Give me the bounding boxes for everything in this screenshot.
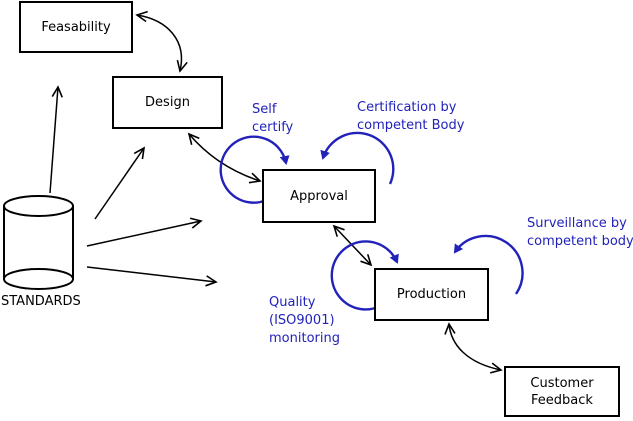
loop-self-certify	[219, 135, 290, 204]
annotation-surveillance: Surveillance by competent body	[527, 215, 633, 251]
annotation-certification-line2: competent Body	[357, 118, 465, 133]
node-design-label: Design	[145, 95, 190, 110]
standards-cylinder-shape	[3, 195, 74, 290]
node-approval: Approval	[262, 169, 376, 223]
annotation-quality-line3: monitoring	[269, 331, 340, 346]
arrow-feasability-design	[135, 10, 188, 73]
loop-surveillance	[453, 234, 524, 295]
annotation-quality-line2: (ISO9001)	[269, 313, 335, 328]
node-feasability: Feasability	[19, 1, 133, 53]
annotation-surveillance-line2: competent body	[527, 234, 633, 249]
annotation-self-certify-line2: certify	[252, 120, 294, 135]
node-customer-feedback-label-line2: Feedback	[531, 392, 593, 408]
node-customer-feedback-label-line1: Customer	[530, 375, 594, 391]
annotation-self-certify-line1: Self	[252, 102, 277, 117]
annotation-self-certify: Self certify	[252, 101, 293, 137]
annotation-certification: Certification by competent Body	[357, 99, 464, 135]
node-customer-feedback: Customer Feedback	[504, 366, 620, 417]
arrow-standards-approval	[86, 217, 203, 247]
arrow-design-approval	[187, 132, 262, 184]
loop-certification	[320, 131, 395, 185]
standards-label: STANDARDS	[1, 294, 81, 309]
loop-quality-monitoring	[330, 240, 399, 311]
node-production-label: Production	[396, 287, 467, 302]
annotation-quality-line1: Quality	[269, 295, 316, 310]
node-production: Production	[374, 268, 489, 321]
annotation-surveillance-line1: Surveillance by	[527, 216, 627, 231]
annotation-certification-line1: Certification by	[357, 100, 457, 115]
annotation-quality-monitoring: Quality (ISO9001) monitoring	[269, 294, 340, 348]
arrow-standards-production	[86, 266, 218, 287]
arrow-standards-design	[94, 146, 146, 220]
arrow-production-customer-feedback	[444, 322, 503, 374]
node-design: Design	[112, 76, 223, 129]
node-feasability-label: Feasability	[41, 19, 111, 35]
arrow-approval-production	[332, 224, 373, 267]
arrow-standards-feasability	[49, 85, 63, 194]
node-approval-label: Approval	[290, 188, 348, 204]
